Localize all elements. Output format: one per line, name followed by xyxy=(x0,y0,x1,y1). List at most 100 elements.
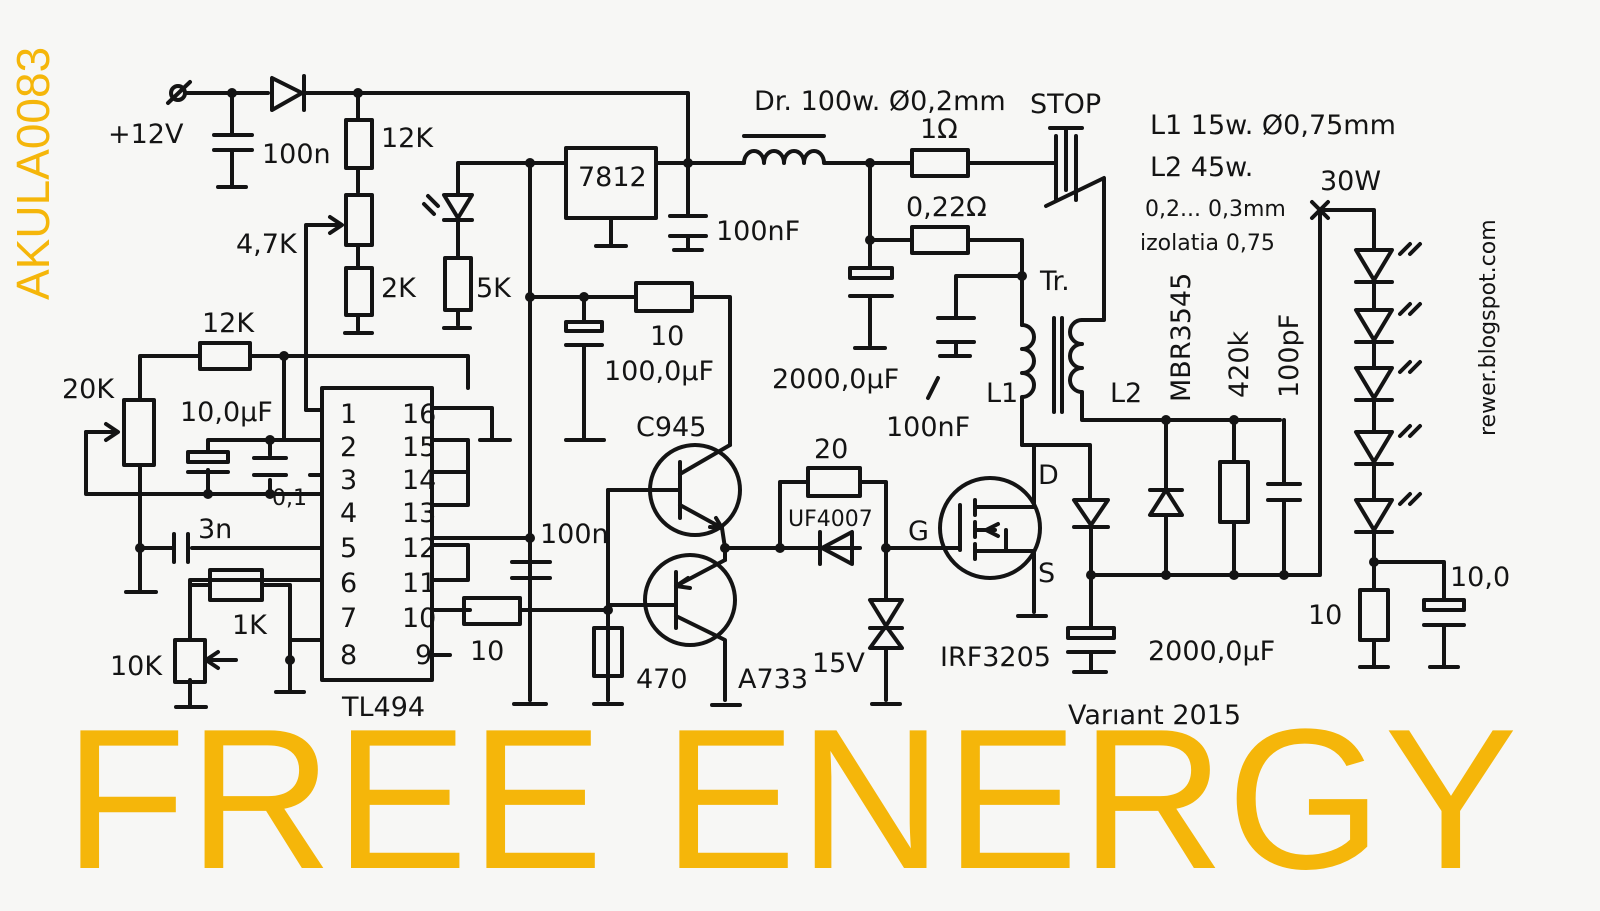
label-30w: 30W xyxy=(1320,166,1381,197)
label-7812: 7812 xyxy=(578,162,647,193)
label-15v: 15V xyxy=(812,648,865,679)
cap-100uf xyxy=(564,320,606,442)
potentiometer-47k xyxy=(344,193,374,247)
label-2000uf-top: 2000,0µF xyxy=(772,364,899,395)
resistor-420k xyxy=(1218,460,1250,524)
resistor-10-reg xyxy=(634,281,694,313)
label-20k: 20K xyxy=(62,374,115,405)
label-022ohm: 0,22Ω xyxy=(906,192,987,223)
cap-100nf-reg xyxy=(668,214,708,252)
label-100n-mid: 100n xyxy=(540,519,609,550)
resistor-5k xyxy=(443,256,473,312)
svg-text:3: 3 xyxy=(340,465,357,496)
ic-tl494 xyxy=(320,386,434,682)
svg-text:4: 4 xyxy=(340,498,357,529)
resistor-12k-top xyxy=(344,118,374,170)
choke-dr xyxy=(728,134,872,165)
label-12v: +12V xyxy=(108,119,184,150)
svg-text:15: 15 xyxy=(402,432,436,463)
note-l2: L2 45w. xyxy=(1150,152,1253,183)
label-100nf-top: 100nF xyxy=(886,412,970,443)
label-stop: STOP xyxy=(1030,89,1101,120)
banner-title: FREE ENERGY xyxy=(64,688,1520,911)
label-10-reg: 10 xyxy=(650,321,684,352)
svg-text:13: 13 xyxy=(402,498,436,529)
label-gate: G xyxy=(908,516,929,547)
cap-100nf-top xyxy=(936,274,1024,358)
svg-text:6: 6 xyxy=(340,568,357,599)
ic-pins-right: 16 15 14 13 12 11 10 9 xyxy=(402,399,436,671)
resistor-10-led xyxy=(1358,588,1390,642)
label-5k: 5K xyxy=(476,273,512,304)
wire-output-bus xyxy=(1089,208,1322,672)
label-10k: 10K xyxy=(110,651,163,682)
label-c945: C945 xyxy=(636,412,706,443)
label-10-led-cap: 10,0 xyxy=(1450,562,1510,593)
watermark-akula: AKULA0083 xyxy=(7,46,59,300)
cap-3n xyxy=(172,532,190,564)
potentiometer-10k xyxy=(173,638,207,684)
ic-pins-left: 1 2 3 4 5 6 7 8 xyxy=(340,399,357,671)
label-10uf: 10,0µF xyxy=(180,397,273,428)
label-10-gate: 10 xyxy=(470,636,504,667)
cap-100n-input xyxy=(212,91,254,189)
label-420k: 420k xyxy=(1224,330,1255,398)
led-string xyxy=(1354,242,1422,564)
note-l1: L1 15w. Ø0,75mm xyxy=(1150,110,1396,141)
stop-switch xyxy=(1044,126,1106,322)
label-12k-top: 12K xyxy=(381,123,434,154)
wire-ic-left xyxy=(84,354,324,707)
wire-led xyxy=(456,161,532,327)
wire-gate xyxy=(778,480,942,550)
label-choke: Dr. 100w. Ø0,2mm xyxy=(754,86,1006,117)
diode-uf4007 xyxy=(818,530,854,566)
label-470: 470 xyxy=(636,664,688,695)
label-100uf: 100,0µF xyxy=(604,356,714,387)
label-1ohm: 1Ω xyxy=(920,114,958,145)
note-insulation: izolatia 0,75 xyxy=(1140,231,1275,256)
label-mbr3545: MBR3545 xyxy=(1166,273,1197,402)
svg-text:8: 8 xyxy=(340,640,357,671)
label-irf3205: IRF3205 xyxy=(940,642,1051,673)
label-100n-input: 100n xyxy=(262,139,331,170)
label-l2: L2 xyxy=(1110,378,1142,409)
wire-led-string xyxy=(1318,208,1446,667)
svg-text:1: 1 xyxy=(340,399,357,430)
note-wire: 0,2... 0,3mm xyxy=(1145,197,1286,222)
svg-text:10: 10 xyxy=(402,603,436,634)
wire-drain xyxy=(1020,443,1092,502)
label-100pf: 100pF xyxy=(1274,314,1305,398)
resistor-10-gate xyxy=(462,596,522,626)
label-l1: L1 xyxy=(986,378,1018,409)
cap-2000uf-bottom xyxy=(1066,626,1116,674)
svg-text:16: 16 xyxy=(402,399,436,430)
cap-10-led xyxy=(1422,598,1466,669)
cap-0-1 xyxy=(252,456,288,477)
svg-text:11: 11 xyxy=(402,568,436,599)
resistor-1ohm xyxy=(910,148,970,178)
resistor-12k-fb xyxy=(198,341,252,371)
cap-2000uf-top xyxy=(848,266,894,350)
svg-text:2: 2 xyxy=(340,432,357,463)
label-10-led: 10 xyxy=(1308,600,1342,631)
label-drain: D xyxy=(1038,460,1059,491)
resistor-2k xyxy=(344,266,374,317)
svg-text:5: 5 xyxy=(340,533,357,564)
author-url: rewer.blogspot.com xyxy=(1476,219,1501,436)
zener-15v xyxy=(868,546,904,706)
label-2000uf-bottom: 2000,0µF xyxy=(1148,636,1275,667)
cap-100pf xyxy=(1266,418,1302,577)
label-source: S xyxy=(1038,558,1055,589)
diode-output xyxy=(1072,498,1110,529)
transistor-a733 xyxy=(606,553,737,702)
diode-mbr3545 xyxy=(1148,418,1184,577)
label-2k: 2K xyxy=(381,273,417,304)
label-a733: A733 xyxy=(738,664,808,695)
svg-text:7: 7 xyxy=(340,603,357,634)
cap-10uf xyxy=(186,450,230,474)
svg-text:9: 9 xyxy=(415,640,432,671)
input-diode xyxy=(270,74,306,112)
resistor-022ohm xyxy=(910,225,970,255)
mosfet-irf3205 xyxy=(938,476,1042,582)
